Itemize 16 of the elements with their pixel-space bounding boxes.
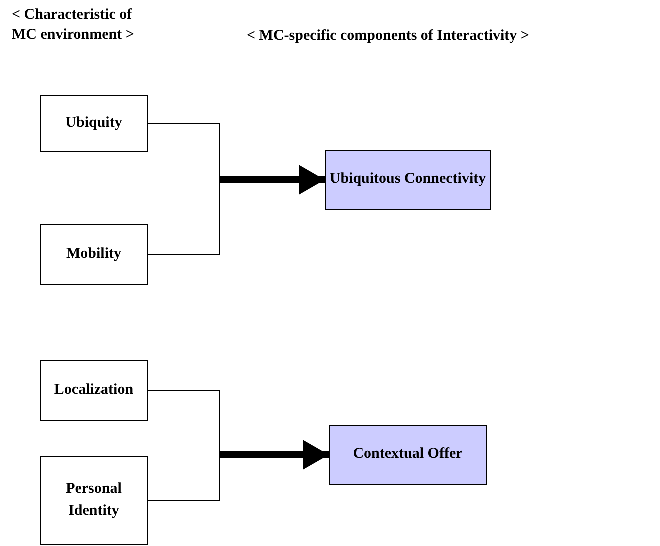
column-heading: < Characteristic of MC environment >: [12, 6, 136, 44]
text-box: [329, 425, 487, 485]
text-box: [40, 224, 148, 285]
box-label: Personal Identity: [65, 480, 123, 520]
text-box: [40, 95, 148, 152]
text-box: [40, 456, 148, 545]
box-label: Mobility: [66, 244, 122, 264]
text-box: [325, 150, 491, 210]
arrow: [220, 440, 329, 470]
box-label: Ubiquitous Connectivity: [330, 170, 486, 190]
arrow: [220, 165, 325, 195]
box-label: Ubiquity: [66, 114, 122, 133]
text-box: [40, 360, 148, 421]
box-label: Contextual Offer: [353, 445, 463, 464]
column-heading: < MC-specific components of Interactivity >: [247, 27, 530, 46]
box-label: Localization: [54, 380, 134, 400]
